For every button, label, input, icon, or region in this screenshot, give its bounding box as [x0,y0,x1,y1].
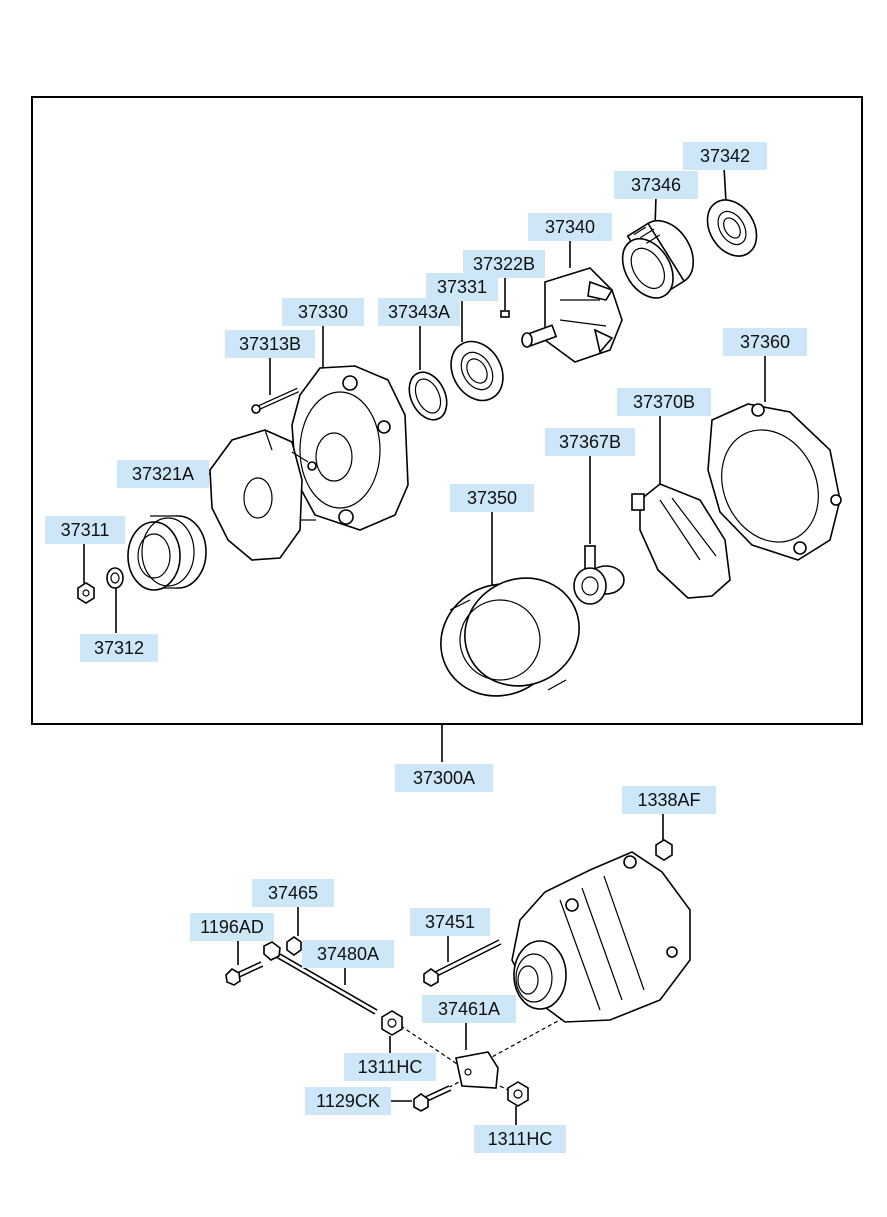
part-1311HC-nut-upper [381,1010,403,1036]
label-37350[interactable]: 37350 [450,484,534,512]
part-37350-stator [440,577,580,697]
part-37340-rotor [521,267,623,363]
part-alternator-assembly [511,851,691,1023]
part-37461A-bracket [455,1051,499,1089]
label-1129CK[interactable]: 1129CK [305,1087,391,1115]
label-37340[interactable]: 37340 [528,213,612,241]
part-37330-front-housing [291,365,409,531]
part-37313B-bolt [251,387,300,414]
label-37346[interactable]: 37346 [614,171,698,199]
part-1129CK-bolt [413,1085,452,1112]
part-1338AF-nut [655,839,673,861]
part-1311HC-nut-lower [507,1081,529,1107]
label-1311HC-lower[interactable]: 1311HC [474,1125,566,1153]
label-37370B[interactable]: 37370B [617,388,711,416]
part-37370B-regulator [631,483,731,599]
label-37461A[interactable]: 37461A [422,995,516,1023]
label-37311[interactable]: 37311 [45,516,125,544]
part-37322B-key [500,310,510,318]
label-37331[interactable]: 37331 [426,273,498,301]
part-37321A-pulley [127,515,207,591]
part-37360-rear-cover [707,403,842,561]
part-37331-bearing [450,340,504,402]
label-37343A[interactable]: 37343A [378,298,460,326]
label-37480A[interactable]: 37480A [302,940,394,968]
assembly-frame [31,96,863,725]
label-37321A[interactable]: 37321A [117,460,209,488]
part-37346-sleeve [621,219,695,299]
label-37367B[interactable]: 37367B [545,428,635,456]
label-1196AD[interactable]: 1196AD [190,913,274,941]
part-37465-nut [286,936,302,956]
part-37451-bolt [423,939,502,987]
label-37313B[interactable]: 37313B [225,330,315,358]
part-37480A-bolt [263,941,378,1015]
part-37343A-ring [408,371,448,421]
label-37465[interactable]: 37465 [252,879,334,907]
label-1338AF[interactable]: 1338AF [622,786,716,814]
part-fan [209,429,316,561]
label-37330[interactable]: 37330 [282,298,364,326]
label-1311HC-upper[interactable]: 1311HC [344,1053,436,1081]
label-37451[interactable]: 37451 [410,908,490,936]
label-37342[interactable]: 37342 [683,142,767,170]
part-37312-washer [106,567,124,589]
part-37342-bearing [706,199,758,257]
part-37367B-brush [573,545,625,605]
part-1196AD-bolt [225,961,264,986]
part-37311-nut [77,582,95,604]
label-37360[interactable]: 37360 [723,328,807,356]
label-37300A[interactable]: 37300A [395,764,493,792]
label-37312[interactable]: 37312 [80,634,158,662]
